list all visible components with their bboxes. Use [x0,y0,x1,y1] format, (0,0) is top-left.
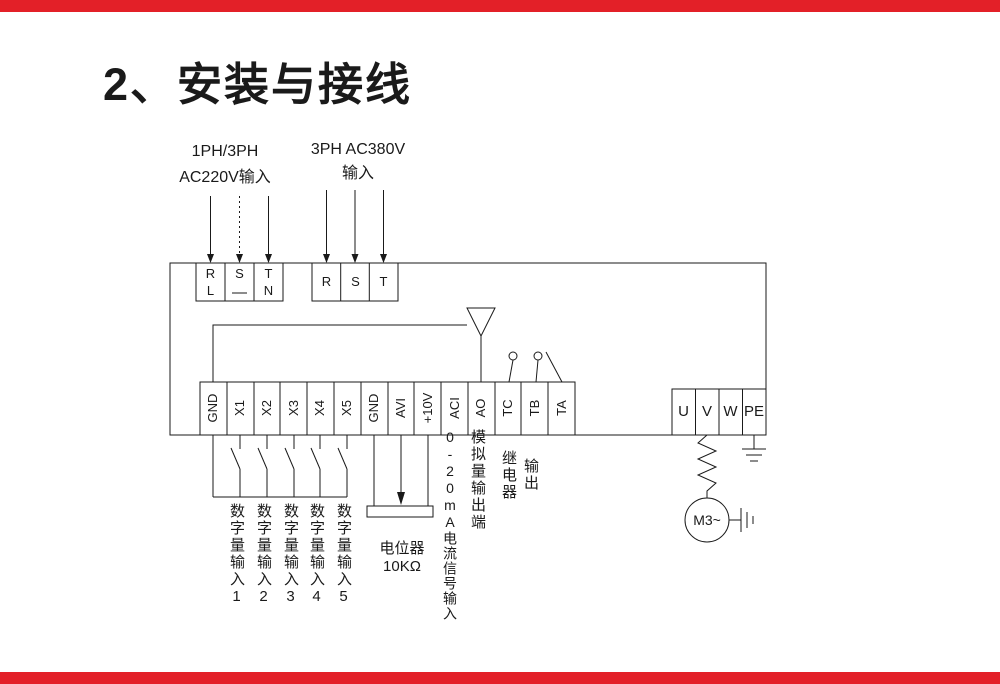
terminal-gnd2: GND [366,393,381,423]
arrow-down-icon [236,254,243,263]
digital-input-switches [212,435,348,498]
top-red-bar [0,0,1000,12]
terminal-10v: +10V [420,392,435,424]
potentiometer-value: 10KΩ [383,558,421,575]
terminal-x5: X5 [339,400,354,416]
digital-input-3-label: 数字量输入3 [282,503,299,607]
motor-ground-icon [729,508,754,532]
terminal-x2: X2 [259,400,274,416]
terminal-s2: S [351,274,360,289]
ac380-label-line2: 输入 [341,165,374,182]
terminal-letter: L [206,283,215,298]
relay-contacts-symbol [508,351,563,383]
terminal-t-n: T N [254,263,283,299]
terminal-v: V [701,403,712,420]
ac220-label-line1: 1PH/3PH [191,143,259,160]
potentiometer-symbol [366,435,434,518]
potentiometer-label: 电位器 [379,540,425,557]
terminal-letter: T [264,266,273,281]
terminal-tb: TB [527,399,542,417]
arrow-down-icon [265,254,272,263]
terminal-r: R [321,274,332,289]
terminal-x1: X1 [232,400,247,416]
ac380-feed-lines [323,190,387,263]
aci-signal-label: 0-20mA电流信号输入 [442,429,458,621]
terminal-tc: TC [500,399,515,417]
arrow-down-icon [351,254,359,263]
terminal-letter: S [235,266,244,281]
terminal-gnd: GND [205,393,220,423]
analog-output-label: 模拟量输出端 [469,429,486,531]
arrow-down-icon [380,254,387,263]
ac220-label-line2: AC220V输入 [179,169,271,186]
terminal-pe: PE [743,403,764,420]
terminal-u: U [678,403,689,420]
page-title: 2、安装与接线 [103,59,413,110]
relay-output-label-2: 输出 [522,458,539,492]
digital-input-2-label: 数字量输入2 [255,503,272,607]
pe-ground-icon [742,435,766,462]
terminal-avi: AVI [393,398,408,418]
digital-input-1-label: 数字量输入1 [228,503,245,607]
motor-label: M3~ [693,512,721,528]
arrow-down-icon [207,254,214,263]
relay-output-label-1: 继电器 [500,450,517,501]
terminal-t: T [379,274,388,289]
bottom-red-bar [0,672,1000,684]
digital-input-5-label: 数字量输入5 [335,503,352,607]
digital-input-4-label: 数字量输入4 [308,503,325,607]
ac380-label-line1: 3PH AC380V [310,141,406,158]
control-terminal-strip [199,381,576,436]
terminal-letter: R [205,266,216,281]
analog-output-symbol [212,307,496,382]
terminal-ta: TA [554,400,569,416]
arrow-down-icon [323,254,330,263]
ac220-feed-lines [207,196,272,263]
output-terminal-strip [671,388,767,436]
terminal-x3: X3 [286,400,301,416]
terminal-x4: X4 [312,400,327,416]
terminal-w: W [723,403,738,420]
wiper-arrow-icon [397,492,405,505]
terminal-s: S [225,263,254,282]
terminal-letter: N [263,283,274,298]
terminal-r-l: R L [196,263,225,299]
